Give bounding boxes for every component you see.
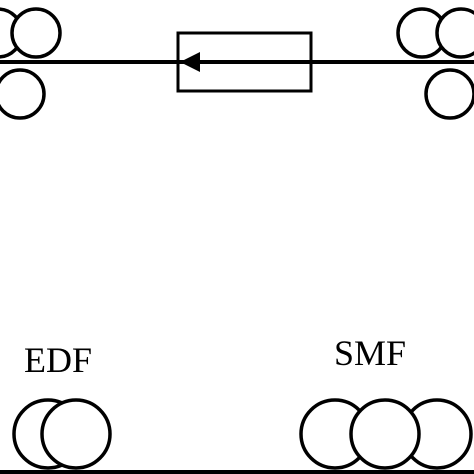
isolator-box — [176, 31, 313, 93]
coil-loop — [435, 7, 474, 59]
isolator-arrowhead — [180, 52, 200, 72]
coil-loop — [40, 398, 112, 470]
coil-loop — [0, 68, 46, 120]
isolator — [176, 31, 313, 93]
coil-loop — [424, 68, 474, 120]
coil-loop — [10, 7, 62, 59]
edf-coil — [12, 398, 112, 470]
smf-label: SMF — [334, 333, 406, 373]
top-left-coil — [0, 7, 62, 120]
coil-loop — [349, 398, 421, 470]
top-right-coil — [396, 7, 474, 120]
smf-coil — [299, 398, 473, 470]
edf-label: EDF — [24, 340, 92, 380]
